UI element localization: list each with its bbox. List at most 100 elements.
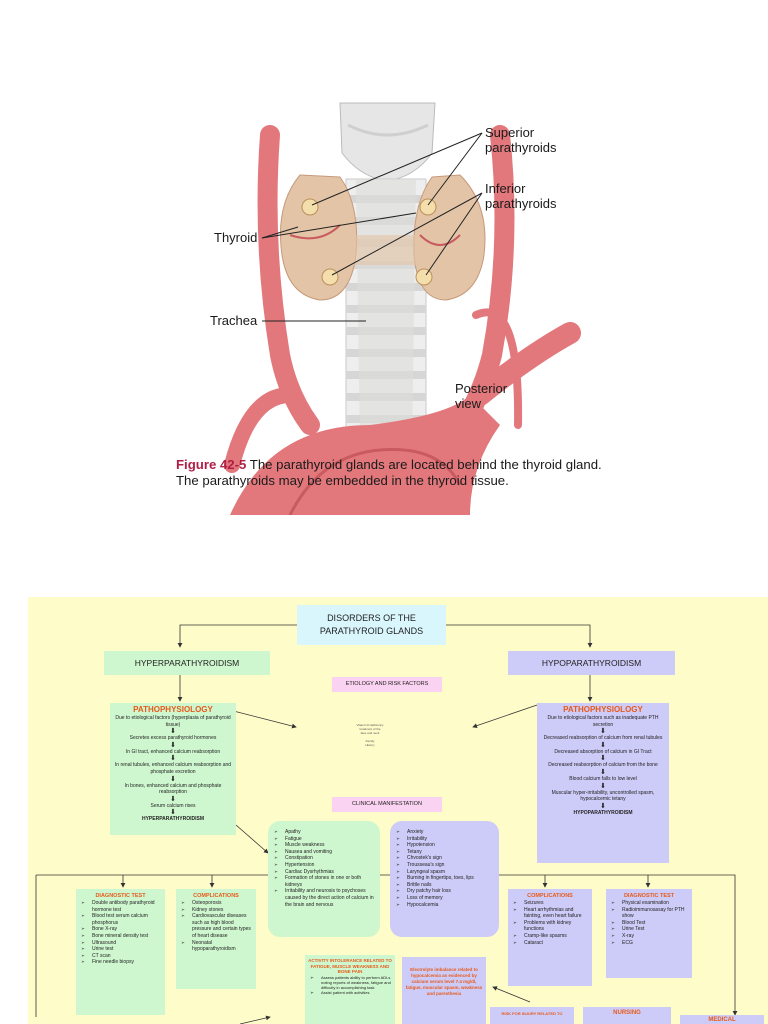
nursing-box: NURSING: [583, 1007, 671, 1024]
hypo-patho-step: Muscular hyper-irritability, uncontrolle…: [551, 789, 655, 803]
list-item: CT scan: [79, 953, 162, 960]
down-arrow-icon: ⬇: [600, 728, 606, 736]
list-item: Hypertension: [272, 862, 376, 869]
hyper-patho-step: Due to etiological factors (hyperplasia …: [115, 715, 231, 728]
hyper-complications-box: COMPLICATIONS Osteoporosis Kidney stones…: [176, 889, 256, 989]
down-arrow-icon: ⬇: [600, 755, 606, 763]
inferior-parathyroids-label: Inferior parathyroids: [485, 181, 557, 211]
list-item: Muscle weakness: [272, 842, 376, 849]
list-item: Cramp-like spasms: [511, 933, 589, 940]
list-item: Cardiovascular diseases such as high blo…: [179, 913, 253, 939]
list-item: Fine needle biopsy: [79, 959, 162, 966]
map-title: DISORDERS OF THE PARATHYROID GLANDS: [297, 605, 446, 645]
list-item: Urine Test: [609, 926, 689, 933]
etiology-item: History: [365, 743, 375, 747]
hypo-patho-step: Blood calcium falls to low level: [569, 775, 637, 782]
list-item: Brittle nails: [394, 882, 495, 889]
down-arrow-icon: ⬇: [170, 795, 176, 803]
clinical-manifestation-header: CLINICAL MANIFESTATION: [332, 797, 442, 812]
list-item: Osteoporosis: [179, 900, 253, 907]
hyper-patho-step: In renal tubules, enhanced calcium reabs…: [114, 762, 232, 775]
list-item: Hypocalcemia: [394, 902, 495, 909]
trachea-label: Trachea: [210, 313, 258, 328]
list-item: Anxiety: [394, 829, 495, 836]
list-item: Burning in fingertips, toes, lips: [394, 875, 495, 882]
list-item: Apathy: [272, 829, 376, 836]
list-item: Radioimmunoassay for PTH show: [609, 907, 689, 920]
list-item: Seizures: [511, 900, 589, 907]
hyper-complications-title: COMPLICATIONS: [193, 893, 239, 899]
down-arrow-icon: ⬇: [170, 809, 176, 817]
hypo-complications-title: COMPLICATIONS: [527, 893, 573, 899]
list-item: Chvostek's sign: [394, 855, 495, 862]
hyper-diagnostic-box: DIAGNOSTIC TEST Double antibody parathyr…: [76, 889, 165, 1015]
hypo-diagnostic-box: DIAGNOSTIC TEST Physical examination Rad…: [606, 889, 692, 978]
hyper-patho-title: PATHOPHYSIOLOGY: [133, 705, 213, 714]
list-item: Ultrasound: [79, 940, 162, 947]
medical-title: MEDICAL: [708, 1017, 736, 1023]
figure-caption: Figure 42-5 The parathyroid glands are l…: [176, 457, 606, 489]
etiology-item: treatment of the: [359, 727, 381, 731]
hyper-diagnostic-title: DIAGNOSTIC TEST: [95, 893, 146, 899]
parathyroid-figure: Superior parathyroids Inferior parathyro…: [170, 95, 610, 516]
hyper-patho-step: Serum calcium rises: [150, 802, 196, 809]
superior-parathyroids-label: Superior parathyroids: [485, 125, 557, 155]
list-item: Bone X-ray: [79, 926, 162, 933]
down-arrow-icon: ⬇: [600, 741, 606, 749]
list-item: Constipation: [272, 855, 376, 862]
figure-number: Figure 42-5: [176, 457, 247, 472]
list-item: Double antibody parathyroid hormone test: [79, 900, 162, 913]
list-item: ECG: [609, 940, 689, 947]
list-item: Dry patchy hair loss: [394, 888, 495, 895]
list-item: Loss of memory: [394, 895, 495, 902]
list-item: Heart arrhythmias and fainting, even hea…: [511, 907, 589, 920]
down-arrow-icon: ⬇: [600, 802, 606, 810]
list-item: Cataract: [511, 940, 589, 947]
hypo-patho-title: PATHOPHYSIOLOGY: [563, 705, 643, 714]
down-arrow-icon: ⬇: [170, 741, 176, 749]
figure-caption-text: The parathyroid glands are located behin…: [176, 457, 602, 488]
hypo-manifestations-box: Anxiety Irritability Hypotension Tetany …: [390, 821, 499, 937]
parathyroid-illustration: [224, 102, 581, 516]
hypo-patho-step: Due to etiological factors such as inade…: [547, 715, 659, 728]
list-item: X-ray: [609, 933, 689, 940]
etiology-item: Family: [365, 739, 375, 743]
activity-intolerance-title: ACTIVITY INTOLERANCE RELATED TO FATIGUE,…: [308, 958, 392, 974]
etiology-item: Vitamin D deficiency: [356, 723, 384, 727]
list-item: Cardiac Dysrhythmias: [272, 869, 376, 876]
list-item: Problems with kidney functions: [511, 920, 589, 933]
list-item: Urine test: [79, 946, 162, 953]
down-arrow-icon: ⬇: [170, 755, 176, 763]
hyperparathyroidism-header: HYPERPARATHYROIDISM: [104, 651, 270, 675]
hyper-patho-step: Secretes excess parathyroid hormones: [129, 735, 217, 742]
down-arrow-icon: ⬇: [170, 728, 176, 736]
list-item: Nausea and vomiting: [272, 849, 376, 856]
hypo-patho-step: HYPOPARATHYROIDISM: [573, 809, 633, 816]
list-item: Assess patients ability to perform ADLs …: [308, 975, 392, 990]
list-item: Trousseau's sign: [394, 862, 495, 869]
list-item: Irritability and neurosis to psychoses c…: [272, 888, 376, 908]
list-item: Assist patient with activities: [308, 990, 392, 995]
list-item: Bone mineral density test: [79, 933, 162, 940]
list-item: Neonatal hypoparathyroidism: [179, 940, 253, 953]
list-item: Blood Test: [609, 920, 689, 927]
down-arrow-icon: ⬇: [600, 782, 606, 790]
hypo-diagnostic-title: DIAGNOSTIC TEST: [623, 893, 675, 899]
hyper-pathophysiology-box: PATHOPHYSIOLOGY Due to etiological facto…: [110, 703, 236, 835]
thyroid-label: Thyroid: [214, 230, 258, 245]
hypo-patho-step: Decreased reabsorption of calcium from t…: [548, 762, 658, 769]
risk-for-injury-box: RISK FOR INJURY RELATED TO: [490, 1007, 574, 1024]
concept-map: DISORDERS OF THE PARATHYROID GLANDS HYPE…: [0, 597, 768, 1024]
page-margin: [0, 597, 28, 1024]
list-item: Formation of stones in one or both kidne…: [272, 875, 376, 888]
hypo-patho-step: Decreased absorption of calcium in GI Tr…: [554, 748, 652, 755]
medical-box: MEDICAL: [680, 1015, 764, 1024]
hyper-patho-step: In GI tract, enhanced calcium reabsorpti…: [125, 748, 221, 755]
posterior-view-label: Posterior view: [455, 381, 508, 411]
etiology-header: ETIOLOGY AND RISK FACTORS: [332, 677, 442, 692]
list-item: Physical examination: [609, 900, 689, 907]
activity-intolerance-box: ACTIVITY INTOLERANCE RELATED TO FATIGUE,…: [305, 955, 395, 1024]
electrolyte-imbalance-box: Electrolyte imbalance related to hypocal…: [402, 957, 486, 1024]
list-item: Blood test serum calcium phosphorus: [79, 913, 162, 926]
list-item: Tetany: [394, 849, 495, 856]
